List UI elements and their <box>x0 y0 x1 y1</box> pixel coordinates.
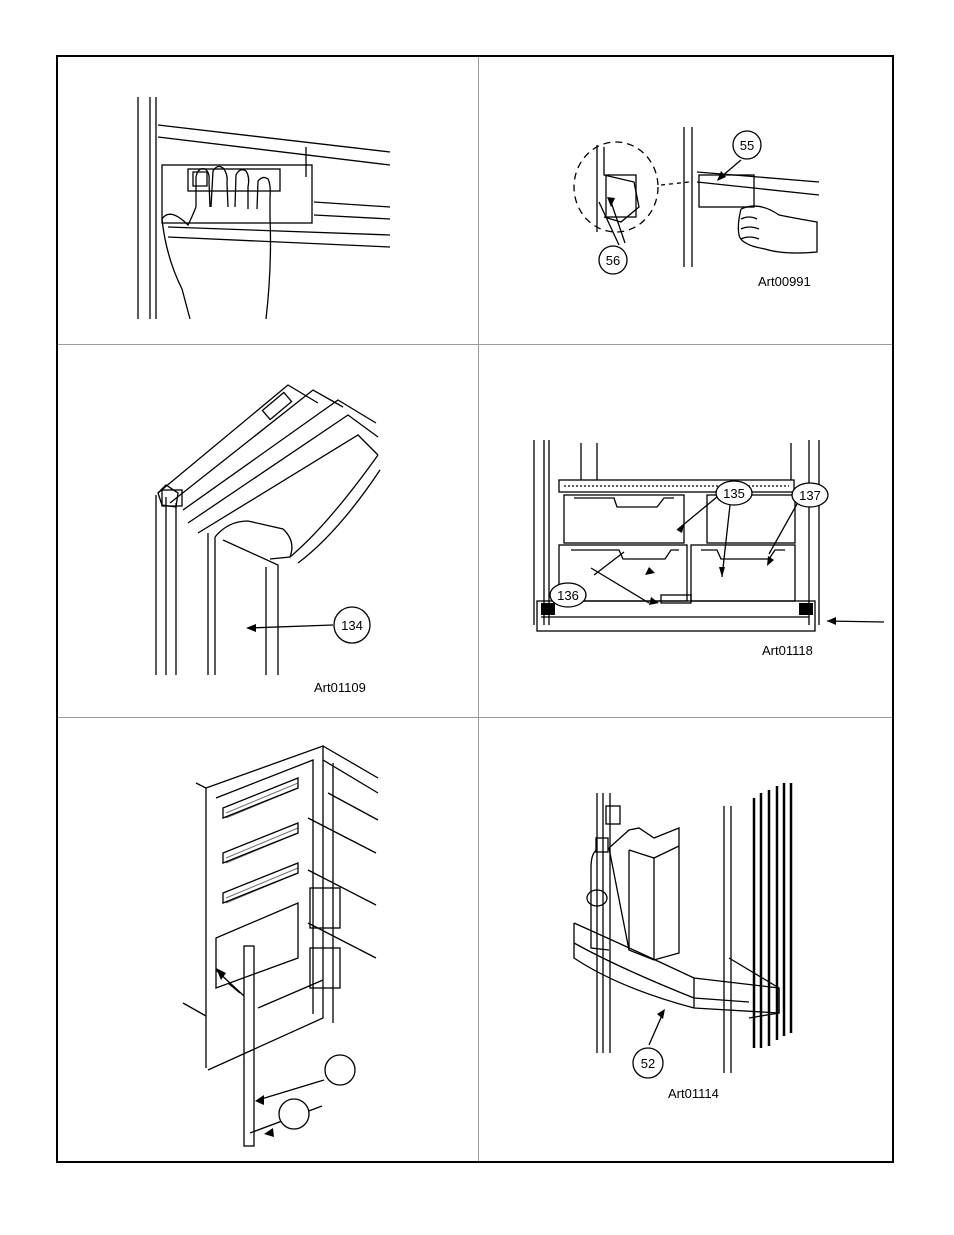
callout-56-label: 56 <box>606 253 620 268</box>
art-number: Art01118 <box>762 643 813 658</box>
illustration-sheet: 55 56 Art00991 <box>56 55 894 1163</box>
callout-135-label: 135 <box>723 486 745 501</box>
callout-55-label: 55 <box>740 138 754 153</box>
panel-open-refrigerator <box>58 718 478 1161</box>
callout-136-label: 136 <box>557 588 579 603</box>
callout-55 <box>732 130 762 160</box>
callout-134-label: 134 <box>341 618 363 633</box>
callout-135 <box>715 480 753 506</box>
panel-door-gasket: 134 Art01109 <box>58 345 478 717</box>
panel-shelf-clip: 55 56 Art00991 <box>479 57 893 344</box>
callout-52-label: 52 <box>641 1056 655 1071</box>
crisper-drawers-illustration: 135 137 136 138 <box>533 440 885 632</box>
callout-blank-2 <box>278 1098 310 1130</box>
row-divider-2 <box>58 717 892 718</box>
shelf-clip-illustration: 55 56 <box>573 127 820 275</box>
art-number: Art00991 <box>758 274 811 289</box>
callout-56 <box>598 245 628 275</box>
callout-blank-1 <box>324 1054 356 1086</box>
door-gasket-illustration: 134 <box>155 384 381 675</box>
panel-door-bin: 52 Art01114 <box>479 718 893 1161</box>
panel-crisper-drawers: 135 137 136 138 Art01118 <box>479 345 893 717</box>
art-number: Art01109 <box>314 680 366 695</box>
callout-134 <box>333 606 371 644</box>
row-divider-1 <box>58 344 892 345</box>
callout-137-label: 137 <box>799 488 821 503</box>
panel-hand-shelf <box>58 57 478 344</box>
callout-52 <box>632 1047 664 1079</box>
callout-137 <box>791 482 829 508</box>
door-bin-illustration: 52 <box>573 783 793 1079</box>
open-refrigerator-illustration <box>182 745 379 1147</box>
callout-136 <box>549 582 587 608</box>
shelf-hand-illustration <box>137 97 391 320</box>
column-divider <box>478 57 479 1161</box>
art-number: Art01114 <box>668 1086 719 1101</box>
